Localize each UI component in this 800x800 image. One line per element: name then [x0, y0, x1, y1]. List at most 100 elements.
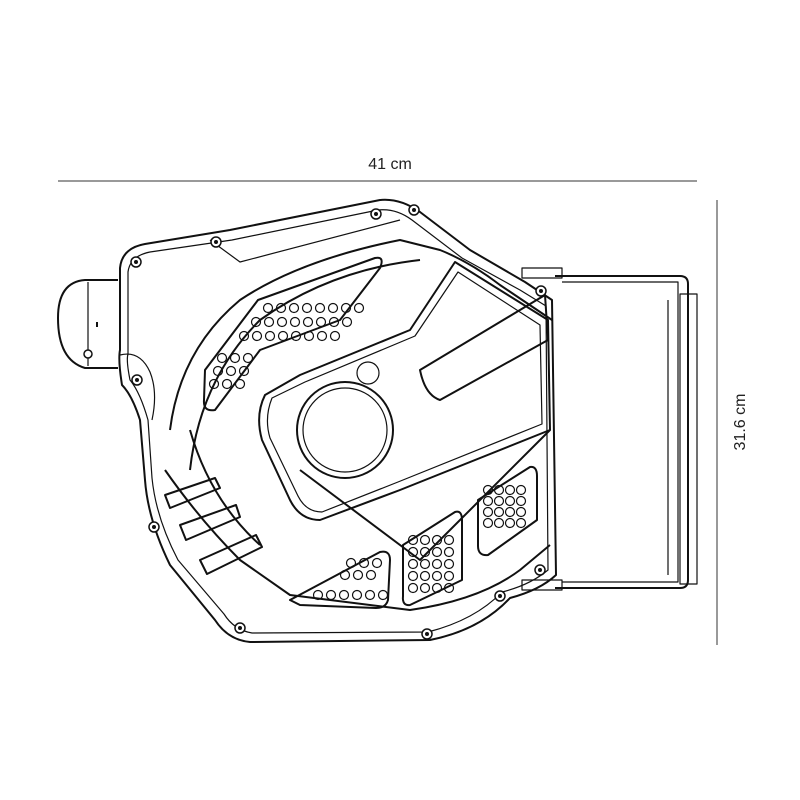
vent-hole	[407, 570, 419, 582]
vent-hole	[482, 495, 494, 507]
reel-hub	[296, 381, 394, 479]
vent-hole	[504, 506, 516, 518]
screw-head	[135, 378, 139, 382]
screw-head	[425, 632, 429, 636]
vent-hole	[352, 569, 364, 581]
vent-hole	[431, 582, 443, 594]
vent-hole	[482, 517, 494, 529]
vent-hole	[327, 302, 339, 314]
vent-hole	[515, 517, 527, 529]
height-label: 31.6 cm	[732, 394, 749, 451]
vent-hole	[365, 569, 377, 581]
vent-hole	[371, 557, 383, 569]
vent-hole	[250, 316, 262, 328]
vent-hole	[419, 582, 431, 594]
vent-hole	[225, 365, 237, 377]
screw-head	[152, 525, 156, 529]
vent-hole	[443, 534, 455, 546]
vent-hole	[328, 316, 340, 328]
vent-hole	[314, 302, 326, 314]
vent-hole	[515, 506, 527, 518]
screw-head	[412, 208, 416, 212]
vent-hole	[263, 316, 275, 328]
vent-hole	[339, 569, 351, 581]
vent-hole	[493, 495, 505, 507]
vent-hole	[277, 330, 289, 342]
upper-panel	[169, 239, 553, 431]
vent-hole	[325, 589, 337, 601]
vent-hole	[242, 352, 254, 364]
vent-hole	[431, 546, 443, 558]
screws	[130, 204, 547, 640]
vent-hole	[443, 558, 455, 570]
reel-housing-outline	[118, 198, 557, 643]
vent-hole	[407, 546, 419, 558]
vent-hole	[302, 316, 314, 328]
vent-hole	[482, 506, 494, 518]
vent-hole	[419, 570, 431, 582]
vent-hole	[238, 365, 250, 377]
vent-hole	[216, 352, 228, 364]
vent-hole	[482, 484, 494, 496]
vent-hole	[329, 330, 341, 342]
vent-grilles	[202, 256, 538, 609]
vent-hole	[338, 589, 350, 601]
vent-hole	[504, 517, 516, 529]
screw-head	[539, 289, 543, 293]
screw-head	[498, 594, 502, 598]
vent-hole	[407, 558, 419, 570]
vent-hole	[238, 330, 250, 342]
vent-hole	[419, 558, 431, 570]
vent-hole	[290, 330, 302, 342]
vent-hole	[312, 589, 324, 601]
vent-hole	[431, 558, 443, 570]
vent-hole	[301, 302, 313, 314]
vent-hole	[419, 534, 431, 546]
vent-hole	[504, 495, 516, 507]
vent-hole	[443, 546, 455, 558]
vent-hole	[345, 557, 357, 569]
vent-hole	[341, 316, 353, 328]
vent-hole	[515, 484, 527, 496]
vent-hole	[493, 506, 505, 518]
vent-hole	[208, 378, 220, 390]
vent-hole	[431, 534, 443, 546]
width-label: 41 cm	[368, 156, 412, 173]
vent-hole	[443, 570, 455, 582]
vent-hole	[316, 330, 328, 342]
vent-hole	[493, 484, 505, 496]
center-panel	[258, 261, 551, 521]
vent-hole	[212, 365, 224, 377]
vent-hole	[221, 378, 233, 390]
vent-hole	[504, 484, 516, 496]
vent-hole	[251, 330, 263, 342]
vent-hole	[303, 330, 315, 342]
vent-hole	[288, 302, 300, 314]
screw-head	[538, 568, 542, 572]
vent-hole	[315, 316, 327, 328]
screw-head	[238, 626, 242, 630]
vent-hole	[340, 302, 352, 314]
vent-hole	[289, 316, 301, 328]
vent-hole	[262, 302, 274, 314]
screw-head	[214, 240, 218, 244]
wall-bracket	[521, 267, 698, 591]
vent-hole	[358, 557, 370, 569]
vent-hole	[377, 589, 389, 601]
vent-hole	[443, 582, 455, 594]
vent-hole	[515, 495, 527, 507]
vent-hole	[364, 589, 376, 601]
vent-hole	[234, 378, 246, 390]
vent-hole	[493, 517, 505, 529]
grip-slots	[164, 477, 263, 575]
vent-hole	[351, 589, 363, 601]
vent-hole	[275, 302, 287, 314]
small-port	[356, 361, 380, 385]
screw-head	[134, 260, 138, 264]
vent-hole	[419, 546, 431, 558]
handle-slot	[419, 294, 549, 401]
vent-hole	[431, 570, 443, 582]
screw-head	[374, 212, 378, 216]
vent-hole	[353, 302, 365, 314]
side-handle	[57, 279, 118, 369]
